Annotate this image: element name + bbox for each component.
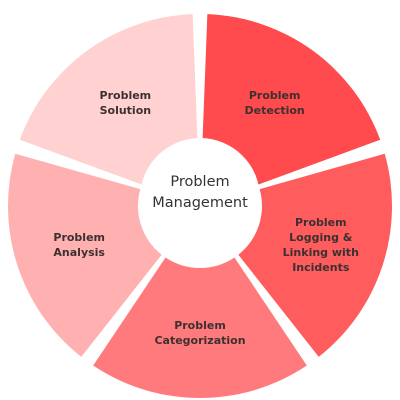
- segment-problem-solution: [19, 14, 198, 185]
- segment-problem-detection: [202, 14, 381, 185]
- segment-problem-categorization: [93, 257, 307, 399]
- segment-label-problem-analysis: Problem Analysis: [53, 231, 106, 260]
- segments: [7, 14, 393, 399]
- segment-problem-logging: [238, 153, 393, 357]
- segment-problem-analysis: [7, 153, 162, 357]
- segment-label-problem-categorization: Problem Categorization: [154, 319, 246, 347]
- segment-label-problem-detection: Problem Detection: [244, 89, 305, 118]
- segment-label-problem-logging: Problem Logging & Linking with Incidents: [282, 216, 359, 275]
- hub-circle: [140, 138, 260, 258]
- segment-label-problem-solution: Problem Solution: [99, 89, 152, 118]
- hub-label: Problem Management: [152, 174, 248, 211]
